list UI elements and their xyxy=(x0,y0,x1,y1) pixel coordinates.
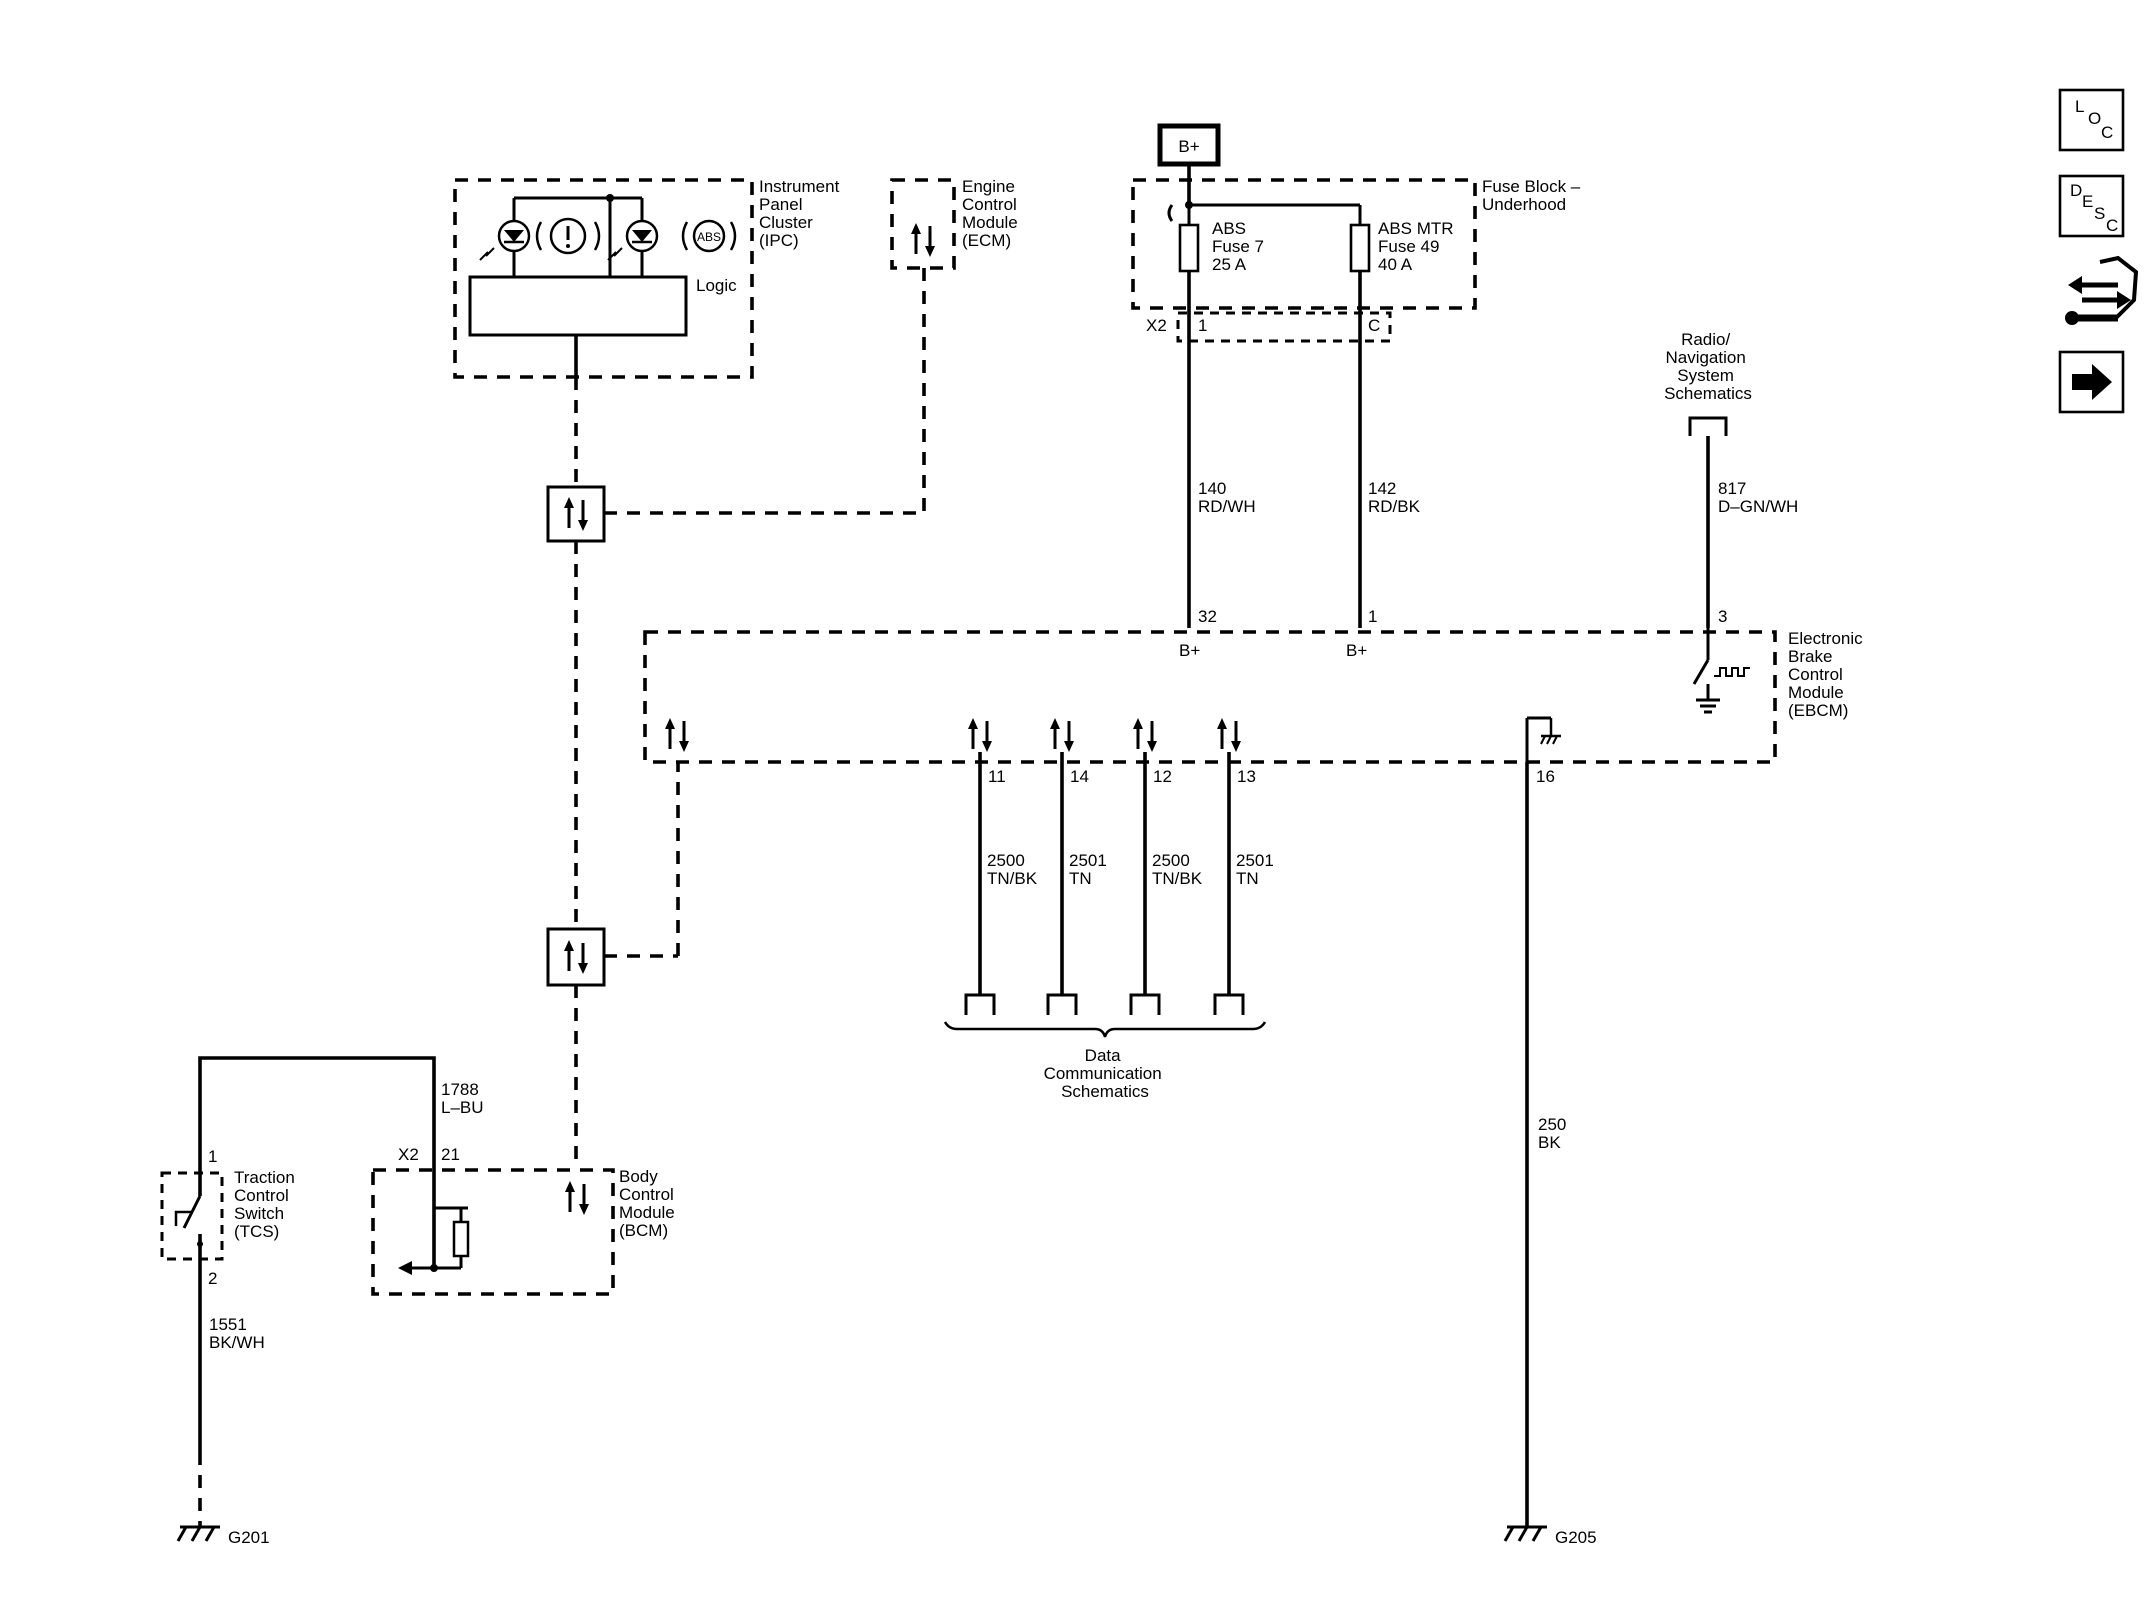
svg-text:2: 2 xyxy=(208,1269,217,1288)
svg-text:3: 3 xyxy=(1718,607,1727,626)
wire-1788 xyxy=(198,1056,436,1268)
fuse-7-label: ABS Fuse 7 25 A xyxy=(1212,219,1269,274)
wire-817-label: 817 D–GN/WH xyxy=(1718,479,1798,516)
svg-text:21: 21 xyxy=(441,1145,460,1164)
svg-text:C: C xyxy=(1368,316,1380,335)
wire-1551-label: 1551 BK/WH xyxy=(209,1315,265,1352)
connector-end-view-icon[interactable] xyxy=(2065,255,2139,325)
next-page-arrow-icon xyxy=(2072,364,2112,400)
radio-navigation-label: Radio/ Navigation System Schematics xyxy=(1664,330,1752,403)
wire-250-label: 250 BK xyxy=(1538,1115,1571,1152)
svg-text:ABS: ABS xyxy=(697,230,721,244)
loc-letter-c: C xyxy=(2101,123,2113,142)
desc-letter-d: D xyxy=(2070,181,2082,200)
svg-text:B+: B+ xyxy=(1179,641,1200,660)
svg-text:12: 12 xyxy=(1153,767,1172,786)
ecm-module: Engine Control Module (ECM) xyxy=(890,177,1023,270)
svg-text:1: 1 xyxy=(208,1147,217,1166)
ebcm-data-14-icon xyxy=(1048,716,1076,754)
desc-button[interactable]: D E S C xyxy=(2058,174,2125,238)
ground-g205-icon xyxy=(1503,1525,1549,1543)
serial-data-splice-lower xyxy=(546,927,606,987)
traction-control-switch: 1 2 Traction Control Switch (TCS) xyxy=(160,1147,300,1288)
bplus-source: B+ xyxy=(1157,123,1221,205)
abs-warning-lamp-icon: ABS xyxy=(607,219,737,261)
wire-2500-b-label: 2500 TN/BK xyxy=(1152,851,1203,888)
data-communication-label: Data Communication Schematics xyxy=(1044,1046,1167,1101)
ground-g205-label: G205 xyxy=(1555,1528,1597,1547)
svg-text:Logic: Logic xyxy=(696,276,737,295)
ipc-logic-block xyxy=(468,275,688,337)
bcm-module: Body Control Module (BCM) X2 21 xyxy=(371,1145,680,1296)
fuse-block-connector-x2: X2 1 C xyxy=(1146,311,1392,343)
svg-text:11: 11 xyxy=(988,767,1006,786)
bcm-label: Body Control Module (BCM) xyxy=(619,1167,680,1240)
wire-1788-label: 1788 L–BU xyxy=(441,1080,484,1117)
svg-text:1: 1 xyxy=(1198,316,1207,335)
ebcm-data-11-icon xyxy=(966,716,994,754)
ipc-label: Instrument Panel Cluster (IPC) xyxy=(759,177,844,250)
fuse-7 xyxy=(1178,223,1200,273)
radio-navigation-reference: Radio/ Navigation System Schematics 817 … xyxy=(1664,330,1798,628)
brake-warning-lamp-icon xyxy=(479,217,601,261)
ebcm-data-13-icon xyxy=(1215,716,1243,754)
wire-140-label: 140 RD/WH xyxy=(1198,479,1256,516)
ecm-label: Engine Control Module (ECM) xyxy=(962,177,1023,250)
fuse-block-label: Fuse Block – Underhood xyxy=(1482,177,1585,214)
loc-letter-o: O xyxy=(2088,109,2101,128)
fuse-49 xyxy=(1349,223,1371,273)
ebcm-module: Electronic Brake Control Module (EBCM) 3… xyxy=(643,607,1867,764)
bcm-serial-data-icon xyxy=(563,1179,591,1217)
wire-2501-a-label: 2501 TN xyxy=(1069,851,1112,888)
ebcm-radio-input-switch xyxy=(1692,628,1750,714)
svg-text:13: 13 xyxy=(1237,767,1256,786)
svg-text:32: 32 xyxy=(1198,607,1217,626)
ebcm-serial-data-icon xyxy=(663,716,691,754)
wire-142-label: 142 RD/BK xyxy=(1368,479,1421,516)
svg-text:1: 1 xyxy=(1368,607,1377,626)
wire-2500-a-label: 2500 TN/BK xyxy=(987,851,1038,888)
fuse-49-label: ABS MTR Fuse 49 40 A xyxy=(1378,219,1458,274)
serial-data-splice-upper xyxy=(546,485,606,543)
ebcm-chassis-ground-icon xyxy=(1525,716,1561,762)
ebcm-data-12-icon xyxy=(1131,716,1159,754)
wire-2501-b-label: 2501 TN xyxy=(1236,851,1279,888)
ipc-module: Instrument Panel Cluster (IPC) Logic xyxy=(453,177,844,379)
ground-g201-label: G201 xyxy=(228,1528,270,1547)
ebcm-label: Electronic Brake Control Module (EBCM) xyxy=(1788,629,1867,720)
desc-letter-e: E xyxy=(2082,192,2093,211)
ground-g201-icon xyxy=(176,1525,222,1543)
next-page-button[interactable] xyxy=(2058,350,2125,414)
svg-text:B+: B+ xyxy=(1178,137,1199,156)
loc-button[interactable]: L O C xyxy=(2058,88,2125,152)
desc-letter-s: S xyxy=(2094,204,2105,223)
fuse-block-underhood: Fuse Block – Underhood ABS Fuse 7 25 A A… xyxy=(1131,177,1585,330)
data-communication-wires: 11 14 12 13 2500 TN/BK 2501 TN 2500 TN/B… xyxy=(943,752,1279,1101)
ecm-serial-data-icon xyxy=(909,221,937,259)
loc-letter-l: L xyxy=(2075,97,2084,116)
svg-text:X2: X2 xyxy=(1146,316,1167,335)
svg-text:X2: X2 xyxy=(398,1145,419,1164)
svg-text:14: 14 xyxy=(1070,767,1089,786)
desc-letter-c: C xyxy=(2106,216,2118,235)
svg-text:B+: B+ xyxy=(1346,641,1367,660)
tcs-label: Traction Control Switch (TCS) xyxy=(234,1168,300,1241)
svg-text:16: 16 xyxy=(1536,767,1555,786)
serial-data-network xyxy=(546,268,926,1166)
